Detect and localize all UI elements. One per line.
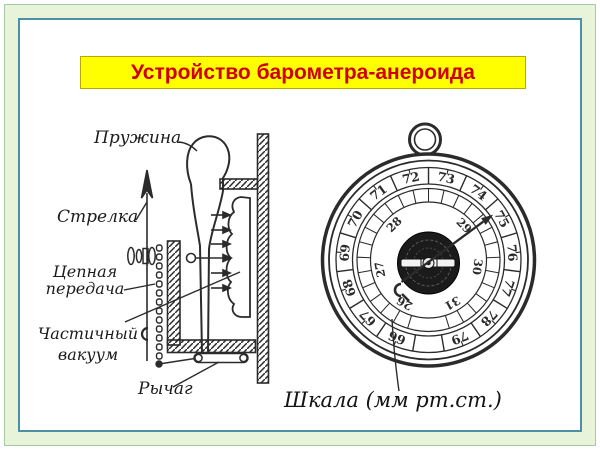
support-bracket xyxy=(166,240,257,354)
setting-key-icon xyxy=(393,282,402,298)
dial-tick xyxy=(472,213,484,224)
axle-spool xyxy=(127,246,156,266)
dial-tick xyxy=(485,198,499,211)
dial-tick xyxy=(357,256,371,259)
dial-tick xyxy=(361,320,366,325)
dial-outer-number: 68 xyxy=(339,277,359,299)
dial-tick xyxy=(444,315,450,329)
setting-key-icon xyxy=(401,293,410,302)
dial-tick xyxy=(362,282,376,289)
dial-tick xyxy=(480,185,484,190)
dial-outer-number: 76 xyxy=(504,244,520,263)
dial-tick xyxy=(510,288,516,292)
dial-tick xyxy=(459,175,468,192)
dial-tick xyxy=(485,269,499,274)
dial-tick xyxy=(408,169,411,175)
dial-tick xyxy=(440,190,445,204)
dial-inner-number: 30 xyxy=(469,258,485,276)
label-partial-vacuum: Частичный вакуум xyxy=(37,323,139,365)
inner-scale-ring-inner xyxy=(369,201,488,319)
dial-tick xyxy=(389,175,398,192)
dial-tick xyxy=(460,340,464,346)
dial-tick xyxy=(392,310,401,323)
dial-tick xyxy=(369,293,382,302)
dial-tick xyxy=(456,310,465,323)
dial-tick xyxy=(380,302,391,314)
dial-needle xyxy=(400,220,485,283)
dial-inner-number: 31 xyxy=(442,293,463,313)
dial-outer-number: 66 xyxy=(386,328,408,349)
dial-tick xyxy=(412,190,417,204)
label-vacuum-line2: вакуум xyxy=(57,345,119,364)
dial-tick xyxy=(358,198,372,211)
dial-tick xyxy=(373,213,385,224)
dial-tick xyxy=(397,195,405,208)
dial-tick xyxy=(475,293,488,302)
dial-tick xyxy=(479,226,493,234)
dial-tick xyxy=(358,269,372,274)
outer-scale-ring-inner xyxy=(351,183,506,337)
label-spring: Пружина xyxy=(94,128,182,148)
dial-tick xyxy=(373,185,377,190)
label-chain-line1: Цепная xyxy=(52,262,118,281)
label-vacuum-line1: Частичный xyxy=(37,324,139,343)
dial-tick xyxy=(492,299,508,310)
dial-tick xyxy=(359,241,373,246)
dial-tick xyxy=(339,232,357,239)
lever xyxy=(193,352,249,364)
dial-bezel xyxy=(328,159,529,361)
dial-outer-number: 75 xyxy=(491,208,513,231)
dial-tick xyxy=(500,232,518,239)
slide-content: Устройство барометра-анероида xyxy=(18,18,582,432)
dial-tick xyxy=(484,241,498,246)
dial-tick xyxy=(347,214,353,218)
dial-outer-number: 73 xyxy=(436,169,456,187)
dial-outer-number: 77 xyxy=(498,277,518,298)
dial-tick xyxy=(411,334,417,352)
dial-outer-number: 79 xyxy=(449,328,471,348)
label-lever: Рычаг xyxy=(138,379,193,399)
dial-tick xyxy=(463,203,473,215)
dial-needle-head xyxy=(481,214,494,225)
dial-tick xyxy=(470,322,481,337)
dial-outer-number: 69 xyxy=(336,243,352,262)
dial-outer-number: 72 xyxy=(401,169,421,187)
pointer-arrow xyxy=(140,169,154,361)
label-chain-drive: Цепная передача xyxy=(41,263,129,297)
dial-tick xyxy=(407,315,413,329)
chain xyxy=(140,244,199,368)
hanging-ring-inner xyxy=(413,128,437,151)
aneroid-cutaway-diagram xyxy=(123,133,270,388)
dial-tick xyxy=(341,288,347,292)
case-wall xyxy=(219,133,270,384)
dial-tick xyxy=(336,268,354,273)
dial-tick xyxy=(364,226,378,234)
slide-frame: Устройство барометра-анероида xyxy=(4,4,596,446)
dial-tick xyxy=(440,334,445,352)
dial-tick xyxy=(384,203,394,215)
label-pointer: Стрелка xyxy=(57,207,139,227)
dial-tick xyxy=(375,322,387,337)
dial-tick xyxy=(466,302,477,314)
dial-inner-number: 27 xyxy=(372,260,389,278)
label-chain-line2: передача xyxy=(45,279,125,298)
dial-tick xyxy=(349,299,365,309)
dial-tick xyxy=(446,169,449,175)
dial-tick xyxy=(481,282,495,289)
dial-tick xyxy=(504,214,510,218)
label-scale: Шкала (мм рт.ст.) xyxy=(284,388,502,412)
scale-leader-line xyxy=(391,318,400,392)
dial-tick xyxy=(503,268,521,273)
dial-tick xyxy=(486,256,500,259)
dial-tick xyxy=(452,195,460,208)
dial-tick xyxy=(491,320,496,325)
spring-drawing xyxy=(186,135,231,354)
dial-inner-number: 26 xyxy=(394,293,415,313)
pressure-arrows xyxy=(185,210,233,293)
page-title: Устройство барометра-анероида xyxy=(80,56,526,89)
leader-lines xyxy=(123,141,241,388)
